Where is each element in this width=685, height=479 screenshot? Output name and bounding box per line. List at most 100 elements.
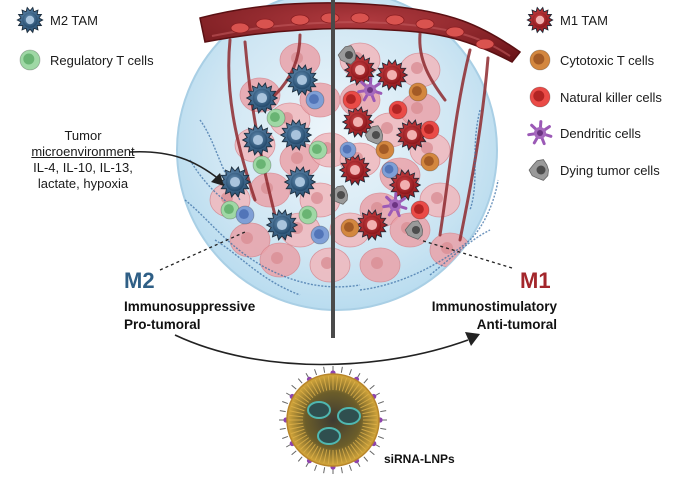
cytotoxic-t-cell xyxy=(340,218,360,238)
dendritic-cell-icon xyxy=(527,120,553,146)
capillary-network xyxy=(184,109,499,296)
tumor-cell-nucleus xyxy=(381,122,393,134)
m2-sub-1: Immunosuppressive xyxy=(124,299,256,314)
lnp-lipid-tail xyxy=(360,431,374,439)
legend-label-dendritic-cells: Dendritic cells xyxy=(560,126,641,141)
capillary xyxy=(469,109,481,211)
m1-tam-cell xyxy=(355,209,389,241)
red-blood-cell xyxy=(290,14,310,26)
legend-label-cytotoxic-t-cells: Cytotoxic T cells xyxy=(560,53,655,68)
red-blood-cell xyxy=(415,18,435,30)
sirna-lnp-particle xyxy=(279,366,387,474)
m1-tam-cell xyxy=(341,106,375,138)
lymphocyte-cell xyxy=(305,90,325,110)
legend-label-regulatory-t-cells: Regulatory T cells xyxy=(50,53,154,68)
tumor-mass xyxy=(176,0,498,311)
lnp-peg-chain xyxy=(282,401,289,405)
m1-title: M1 xyxy=(520,268,551,293)
lnp-peg-chain xyxy=(340,366,343,373)
lymphocyte-cell xyxy=(235,205,255,225)
sirna-core xyxy=(307,401,331,419)
tumor-cell-nucleus xyxy=(271,252,283,264)
lnp-lipid-tail xyxy=(350,443,360,456)
lnp-lipid-tail xyxy=(318,377,325,392)
lnp-peg-chain xyxy=(369,384,375,390)
tumor-cell-nucleus xyxy=(291,152,303,164)
lnp-lipid-tail xyxy=(289,414,304,418)
red-blood-cell xyxy=(320,12,340,24)
lnp-lipid-tail xyxy=(344,379,352,393)
cytotoxic-t-cell xyxy=(375,140,395,160)
lnp-lipid-tail xyxy=(341,448,348,463)
dendritic-cell xyxy=(357,77,383,103)
red-blood-cell xyxy=(350,12,370,24)
cytotoxic-t-cell xyxy=(420,152,440,172)
sirna-lnp-label: siRNA-LNPs xyxy=(384,452,455,466)
lnp-peg-chain xyxy=(297,378,303,384)
lnp-lipid-tail xyxy=(310,445,319,459)
lnp-lipid-tail xyxy=(362,410,377,415)
regulatory-t-cell xyxy=(252,155,272,175)
red-blood-cell xyxy=(255,18,275,30)
nk-cell xyxy=(342,90,362,110)
lnp-peg-chain xyxy=(282,435,289,439)
m2-tam-cell xyxy=(279,119,313,151)
lnp-peg-chain xyxy=(314,464,318,471)
tumor-cell-nucleus xyxy=(421,142,433,154)
regulatory-t-cell-icon xyxy=(19,49,41,71)
red-blood-cell xyxy=(230,22,250,34)
sirna-core xyxy=(317,427,341,445)
nk-cell xyxy=(410,200,430,220)
lnp-peg-chain xyxy=(314,369,318,376)
lnp-peg-chain xyxy=(363,456,369,462)
lnp-lipid-tail xyxy=(356,437,369,447)
capillary xyxy=(359,179,499,291)
lnp-lipid-tail xyxy=(306,443,316,456)
capillary xyxy=(429,229,491,276)
lnp-peg-chain xyxy=(323,467,326,474)
tumor-cells xyxy=(218,45,440,245)
m1-tam-cell xyxy=(388,169,422,201)
red-blood-cell xyxy=(385,14,405,26)
regulatory-t-cell xyxy=(220,200,240,220)
lnp-lipid-tail xyxy=(327,449,331,464)
lnp-lipid-tail xyxy=(299,439,312,450)
m2-tam-cell xyxy=(245,82,279,114)
dendritic-cell xyxy=(382,192,408,218)
lnp-lipid-tail xyxy=(294,397,308,406)
lnp-lipid-tail xyxy=(303,441,314,454)
blood-vessel xyxy=(199,2,522,63)
lnp-lipid-tail xyxy=(350,384,360,397)
m2-sub-2: Pro-tumoral xyxy=(124,317,201,332)
tumor-cell-nucleus xyxy=(371,257,383,269)
lnp-lipid-tail xyxy=(289,425,304,430)
lnp-peg-chain xyxy=(377,401,384,405)
lnp-lipid-tail xyxy=(314,379,322,393)
lnp-peg-chain xyxy=(380,410,387,413)
lnp-lipid-tail xyxy=(354,439,367,450)
cytotoxic-t-cell-icon xyxy=(529,49,551,71)
lnp-lipid-tail xyxy=(358,434,372,443)
lnp-lipid-tail xyxy=(294,434,308,443)
red-blood-cell xyxy=(445,26,465,38)
m1-sub-1: Immunostimulatory xyxy=(431,299,557,314)
lnp-lipid-tail xyxy=(289,410,304,415)
lnp-lipid-tail xyxy=(338,376,343,391)
dying-tumor-cell xyxy=(404,220,424,240)
lnp-peg-chain xyxy=(348,464,352,471)
nk-cell xyxy=(420,120,440,140)
lnp-lipid-tail xyxy=(360,401,374,409)
m2-tam-cell xyxy=(241,124,275,156)
tme-title-2: microenvironment xyxy=(31,144,135,159)
tme-line-1: IL-4, IL-10, IL-13, xyxy=(33,160,133,175)
lnp-lipid-tail xyxy=(341,377,348,392)
tumor-cell-nucleus xyxy=(321,257,333,269)
lnp-lipid-tail xyxy=(314,447,322,461)
lnp-lipid-tail xyxy=(352,386,363,399)
lnp-lipid-tail xyxy=(323,449,328,464)
lnp-peg-chain xyxy=(279,427,286,430)
lnp-lipid-shell xyxy=(286,373,380,467)
lnp-lipid-tail xyxy=(297,437,310,447)
m1-leader-line xyxy=(419,239,513,269)
lnp-lipid-tail xyxy=(352,441,363,454)
